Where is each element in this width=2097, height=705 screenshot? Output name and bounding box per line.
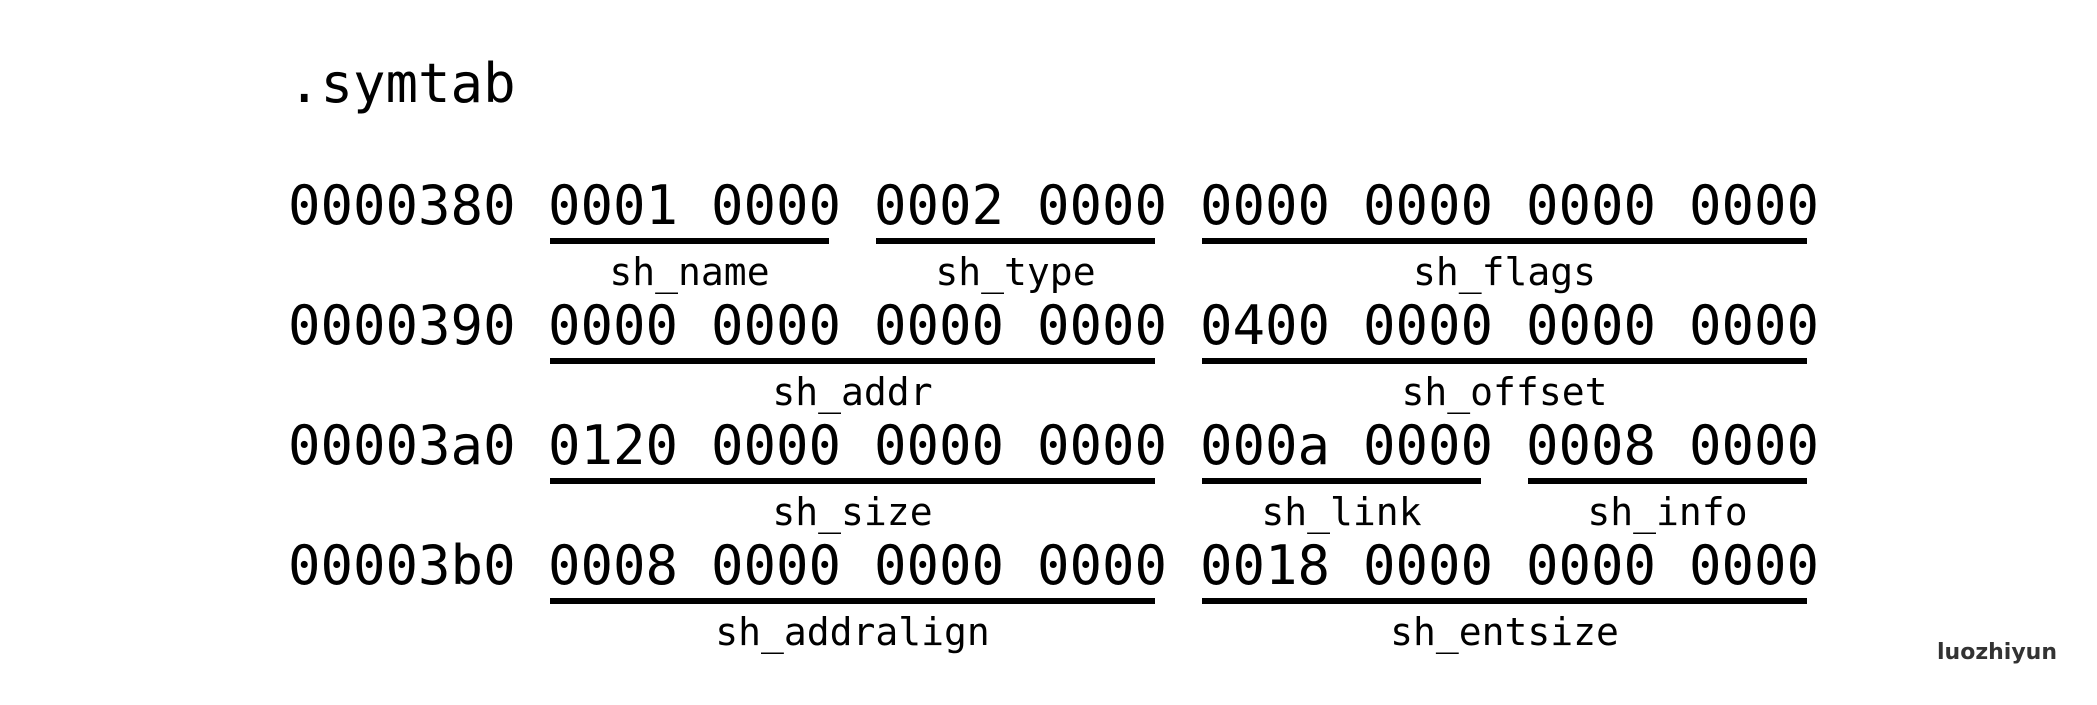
field-label: sh_size xyxy=(772,490,933,534)
field-underline xyxy=(1202,598,1807,604)
hex-word: 0000 xyxy=(1200,174,1331,237)
hex-word: 0000 xyxy=(711,534,842,597)
hex-word: 0000 xyxy=(1363,534,1494,597)
row-offset: 00003b0 xyxy=(288,534,516,597)
field-label: sh_type xyxy=(935,250,1096,294)
field-label: sh_offset xyxy=(1401,370,1608,414)
hex-word: 0000 xyxy=(1526,294,1657,357)
section-title: .symtab xyxy=(288,52,516,115)
field-label: sh_name xyxy=(609,250,770,294)
hex-word: 0000 xyxy=(1689,294,1820,357)
hex-word: 0008 xyxy=(1526,414,1657,477)
hex-word: 0000 xyxy=(1526,174,1657,237)
hex-word: 0001 xyxy=(548,174,679,237)
hex-word: 0000 xyxy=(548,294,679,357)
field-label: sh_info xyxy=(1587,490,1748,534)
hex-word: 0000 xyxy=(874,294,1005,357)
hex-word: 0000 xyxy=(711,174,842,237)
field-label: sh_link xyxy=(1261,490,1422,534)
row-offset: 0000380 xyxy=(288,174,516,237)
hex-word: 0000 xyxy=(1689,414,1820,477)
hex-word: 0400 xyxy=(1200,294,1331,357)
hex-word: 0000 xyxy=(711,294,842,357)
hex-word: 0000 xyxy=(1037,294,1168,357)
field-label: sh_flags xyxy=(1412,250,1597,294)
hex-word: 0000 xyxy=(1689,534,1820,597)
hex-word: 0000 xyxy=(874,414,1005,477)
field-underline xyxy=(550,598,1155,604)
hex-word: 0000 xyxy=(1363,294,1494,357)
hex-word: 000a xyxy=(1200,414,1331,477)
field-underline xyxy=(550,478,1155,484)
field-underline xyxy=(1528,478,1807,484)
hex-word: 0018 xyxy=(1200,534,1331,597)
row-offset: 00003a0 xyxy=(288,414,516,477)
row-offset: 0000390 xyxy=(288,294,516,357)
field-underline xyxy=(1202,238,1807,244)
field-underline xyxy=(1202,358,1807,364)
field-label: sh_addralign xyxy=(715,610,990,654)
hex-word: 0000 xyxy=(1037,414,1168,477)
hex-word: 0000 xyxy=(711,414,842,477)
hex-word: 0000 xyxy=(1689,174,1820,237)
hex-word: 0000 xyxy=(1037,174,1168,237)
hex-word: 0000 xyxy=(874,534,1005,597)
field-underline xyxy=(1202,478,1481,484)
field-underline xyxy=(550,238,829,244)
hex-word: 0000 xyxy=(1526,534,1657,597)
hex-word: 0000 xyxy=(1037,534,1168,597)
field-underline xyxy=(550,358,1155,364)
field-label: sh_entsize xyxy=(1390,610,1619,654)
hex-word: 0000 xyxy=(1363,414,1494,477)
hex-word: 0120 xyxy=(548,414,679,477)
hex-word: 0008 xyxy=(548,534,679,597)
author-watermark: luozhiyun xyxy=(1937,640,2057,665)
hex-word: 0000 xyxy=(1363,174,1494,237)
hex-word: 0002 xyxy=(874,174,1005,237)
field-label: sh_addr xyxy=(772,370,933,414)
field-underline xyxy=(876,238,1155,244)
